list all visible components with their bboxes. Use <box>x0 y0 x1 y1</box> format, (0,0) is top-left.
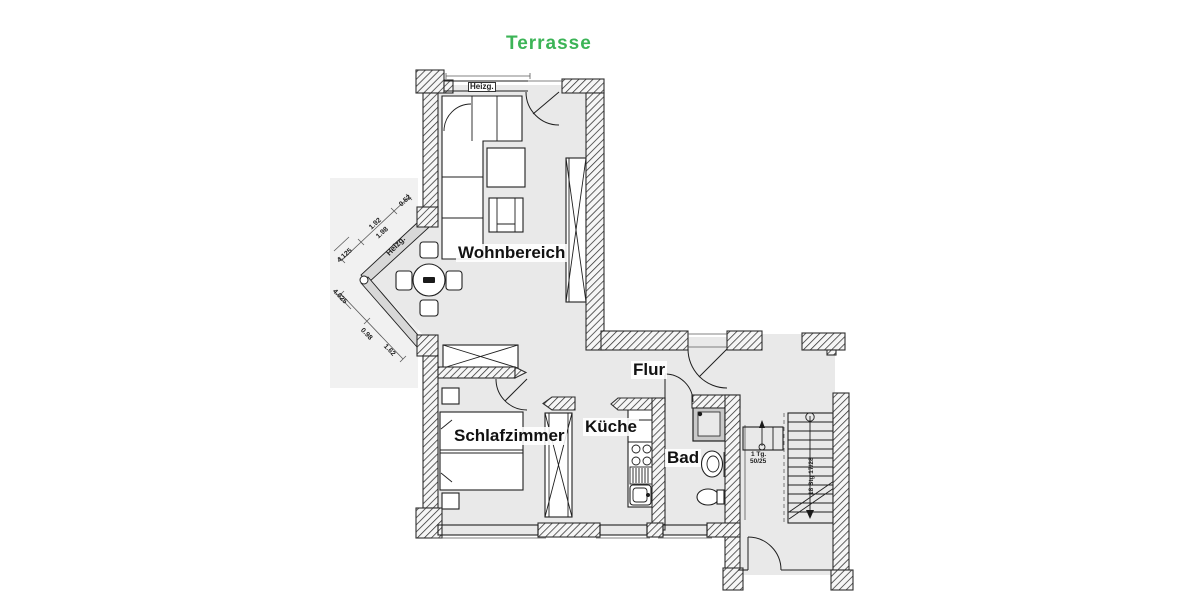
room-label-bad: Bad <box>665 448 702 467</box>
bathroom-sink <box>700 450 725 478</box>
room-label-terrasse: Terrasse <box>506 33 592 54</box>
kitchen-counter <box>627 399 654 508</box>
terrace-door <box>525 91 560 126</box>
apartment-entry-door <box>687 348 728 389</box>
sideboard <box>442 344 519 369</box>
sofa <box>441 95 523 260</box>
toilet <box>696 488 725 506</box>
windows <box>432 73 833 571</box>
stair-note-line1: 1 Tg. <box>751 451 767 458</box>
shower <box>692 406 726 442</box>
room-label-schlafzimmer: Schlafzimmer <box>452 426 567 445</box>
armchair <box>488 197 524 233</box>
room-label-wohnbereich: Wohnbereich <box>456 243 568 262</box>
living-room-wardrobe <box>565 157 587 303</box>
coffee-table <box>486 147 526 188</box>
room-label-flur: Flur <box>631 360 668 379</box>
bathroom-door <box>664 373 694 403</box>
nightstand <box>441 387 460 405</box>
bedroom-door <box>495 378 528 411</box>
stove-burner <box>631 444 641 454</box>
stove-burner <box>631 456 641 466</box>
bay-window <box>359 209 439 348</box>
stairhall-door <box>747 536 782 571</box>
kitchen-sink <box>629 484 652 506</box>
nightstand <box>441 492 460 510</box>
dimension-lines <box>333 193 413 363</box>
walls <box>415 69 854 591</box>
room-label-kueche: Küche <box>583 417 639 436</box>
doors <box>495 91 782 571</box>
stair-flight-label: 18 Stg 17/28 <box>808 457 815 495</box>
double-bed <box>439 411 524 491</box>
dining-table-set <box>395 241 463 317</box>
heater-label-top: Heizg. <box>468 82 496 92</box>
stair-note-line2: 50/25 <box>750 458 767 465</box>
stove-burner <box>642 444 652 454</box>
stove-burner <box>642 456 652 466</box>
